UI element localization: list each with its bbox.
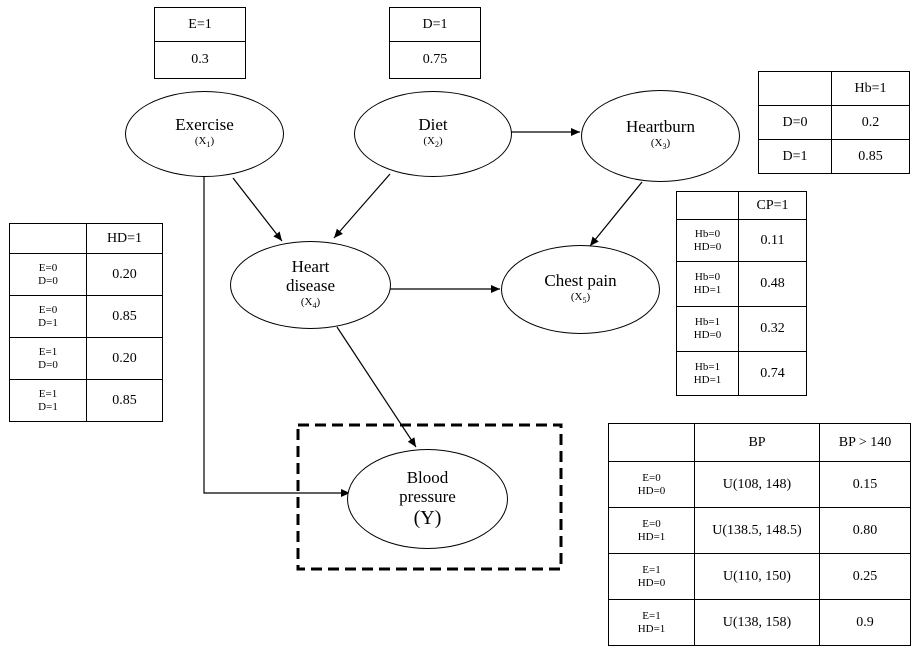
- cpt-diet: D=1 0.75: [389, 7, 481, 79]
- cpt-blood-pressure-dist: U(138, 158): [694, 599, 820, 646]
- cpt-chest-pain-value: 0.11: [738, 219, 807, 262]
- cpt-heartburn-cond: D=1: [758, 139, 832, 174]
- edge-heart-disease-to-blood-pressure: [336, 326, 417, 448]
- cpt-blood-pressure-header-bp: BP: [694, 423, 820, 462]
- node-diet-label: Diet: [418, 115, 448, 135]
- cpt-heart-disease-value: 0.85: [86, 379, 163, 422]
- cpt-heart-disease-header: HD=1: [86, 223, 163, 254]
- node-blood-pressure-symbol: (Y): [413, 507, 442, 529]
- cpt-heart-disease-value: 0.20: [86, 337, 163, 380]
- cpt-blood-pressure-corner: [608, 423, 695, 462]
- node-heartburn-label: Heartburn: [626, 117, 695, 137]
- cpt-blood-pressure-dist: U(138.5, 148.5): [694, 507, 820, 554]
- node-exercise-symbol: (X1): [194, 135, 215, 150]
- edge-exercise-to-heart-disease: [232, 177, 283, 242]
- cpt-heart-disease-value: 0.85: [86, 295, 163, 338]
- node-diet[interactable]: Diet (X2): [354, 91, 512, 177]
- node-heart-disease[interactable]: Heart disease (X4): [230, 241, 391, 329]
- cpt-diet-header: D=1: [389, 7, 481, 42]
- node-chest-pain-label: Chest pain: [544, 270, 617, 290]
- cpt-heart-disease-value: 0.20: [86, 253, 163, 296]
- cpt-blood-pressure-dist: U(108, 148): [694, 461, 820, 508]
- cpt-exercise: E=1 0.3: [154, 7, 246, 79]
- edge-diet-to-heart-disease: [333, 173, 391, 239]
- node-exercise-label: Exercise: [175, 115, 234, 135]
- cpt-chest-pain-header: CP=1: [738, 191, 807, 220]
- node-blood-pressure[interactable]: Blood pressure (Y): [347, 449, 508, 549]
- edge-exercise-to-blood-pressure: [203, 165, 350, 497]
- cpt-blood-pressure-value: 0.25: [819, 553, 911, 600]
- node-heartburn-symbol: (X3): [650, 137, 671, 152]
- cpt-diet-value: 0.75: [389, 41, 481, 79]
- cpt-chest-pain-value: 0.32: [738, 306, 807, 352]
- cpt-heartburn-value: 0.2: [831, 105, 910, 140]
- cpt-blood-pressure-header-gt: BP > 140: [819, 423, 911, 462]
- cpt-exercise-value: 0.3: [154, 41, 246, 79]
- outcome-dashed-box: [296, 423, 563, 571]
- cpt-heartburn-cond: D=0: [758, 105, 832, 140]
- node-blood-pressure-label-line1: Blood: [406, 468, 449, 487]
- node-chest-pain-symbol: (X5): [570, 290, 591, 306]
- cpt-blood-pressure-value: 0.80: [819, 507, 911, 554]
- node-blood-pressure-label-line2: pressure: [399, 487, 456, 506]
- node-heartburn[interactable]: Heartburn (X3): [581, 90, 740, 182]
- cpt-heartburn-corner: [758, 71, 832, 106]
- node-heart-disease-symbol: (X4): [300, 295, 321, 311]
- edge-heartburn-to-chest-pain: [589, 181, 643, 247]
- cpt-heartburn-value: 0.85: [831, 139, 910, 174]
- node-exercise[interactable]: Exercise (X1): [125, 91, 284, 177]
- node-heart-disease-label-line1: Heart: [291, 256, 330, 276]
- node-diet-symbol: (X2): [423, 135, 443, 150]
- node-heart-disease-label-line2: disease: [285, 275, 336, 295]
- cpt-exercise-header: E=1: [154, 7, 246, 42]
- cpt-heartburn-header: Hb=1: [831, 71, 910, 106]
- cpt-blood-pressure-dist: U(110, 150): [694, 553, 820, 600]
- cpt-heartburn: Hb=1 D=0 0.2 D=1 0.85: [758, 71, 910, 174]
- cpt-chest-pain-value: 0.74: [738, 351, 807, 396]
- cpt-blood-pressure-value: 0.15: [819, 461, 911, 508]
- node-chest-pain[interactable]: Chest pain (X5): [501, 245, 660, 334]
- cpt-chest-pain-value: 0.48: [738, 261, 807, 307]
- cpt-chest-pain-corner: [676, 191, 739, 220]
- cpt-heart-disease-corner: [9, 223, 87, 254]
- cpt-blood-pressure-value: 0.9: [819, 599, 911, 646]
